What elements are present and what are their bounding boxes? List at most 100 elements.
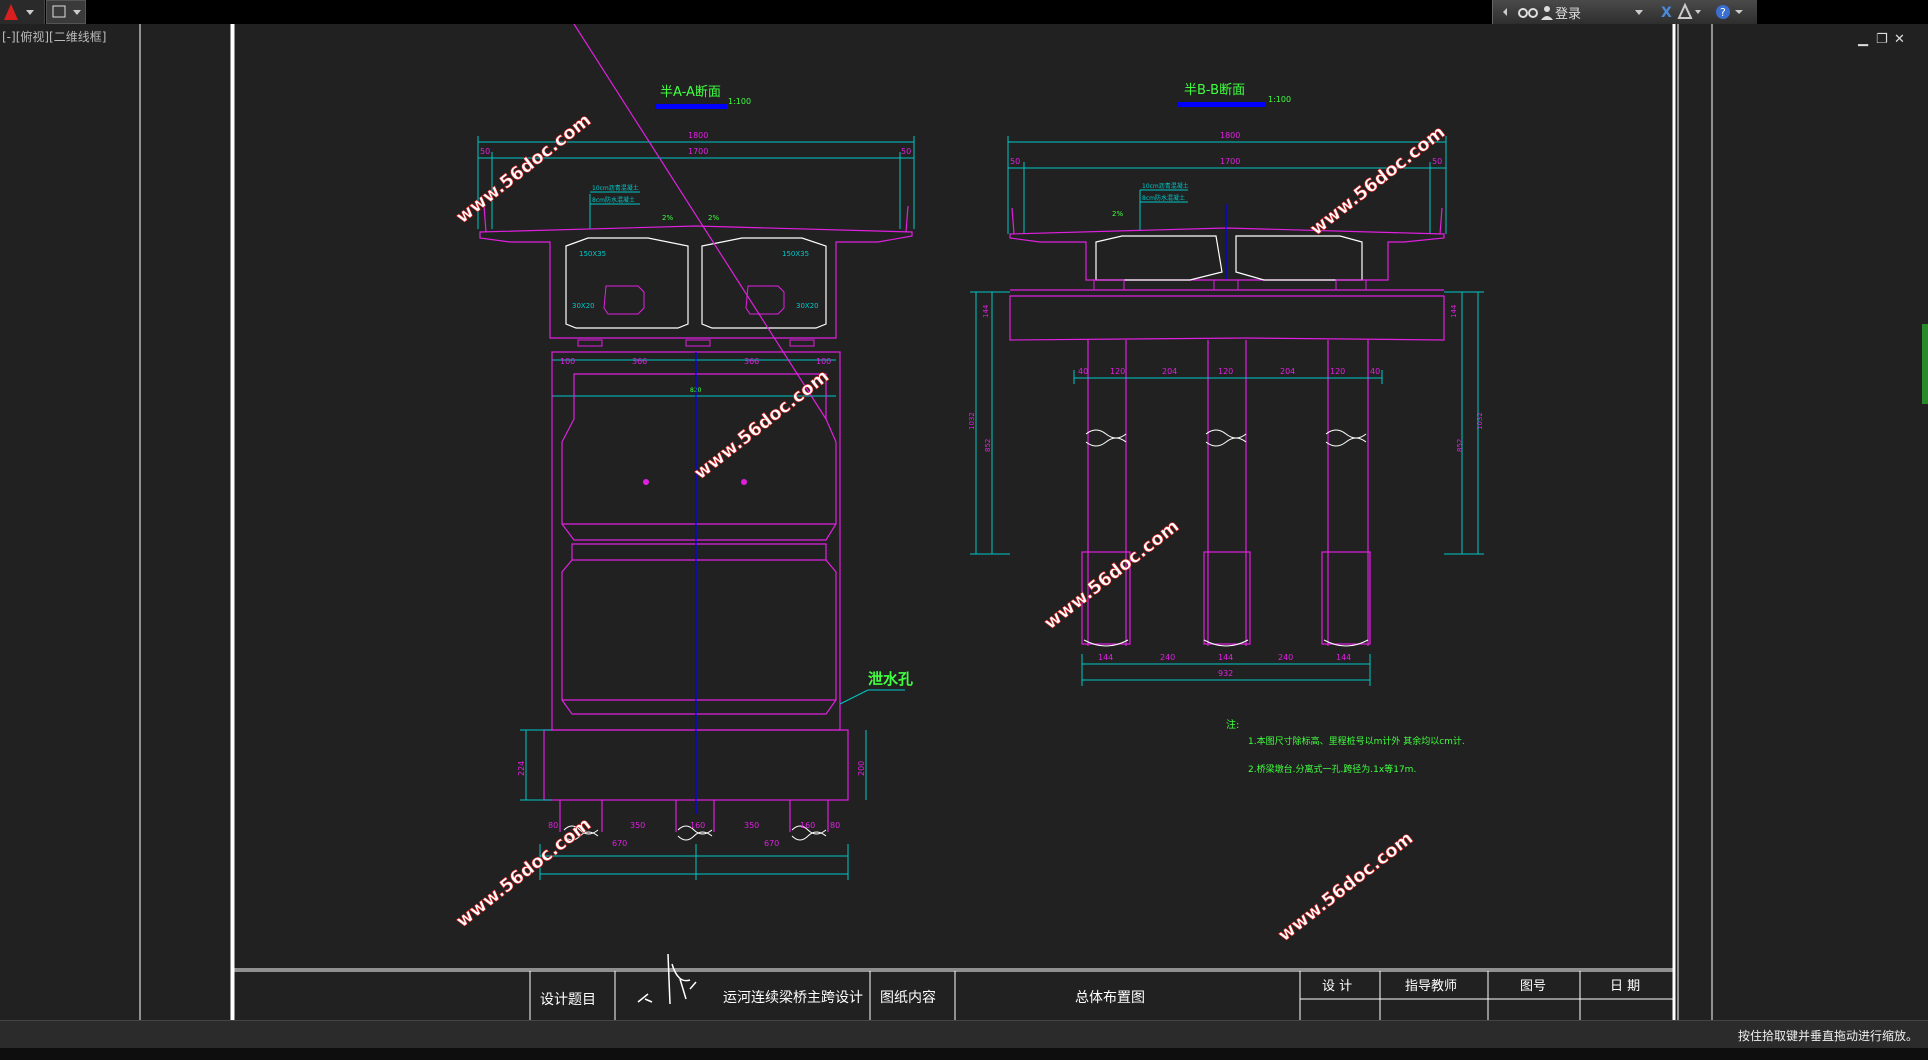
svg-text:150X35: 150X35 — [782, 250, 809, 258]
section-a-title: 半A-A断面 — [660, 85, 721, 100]
svg-text:852: 852 — [984, 439, 992, 452]
svg-text:30X20: 30X20 — [796, 302, 819, 310]
svg-text:2%: 2% — [1112, 210, 1123, 218]
section-b: 半B-B断面 1:100 1800 1700 50 50 10cm沥青混凝土 8… — [968, 83, 1484, 686]
drawing-area[interactable] — [0, 24, 1928, 1020]
drawing-notes: 注: 1.本图尺寸除标高、里程桩号以m计外 其余均以cm计. 2.桥梁墩台.分离… — [1226, 718, 1465, 775]
svg-text:120: 120 — [1330, 367, 1345, 376]
svg-text:932: 932 — [1218, 669, 1233, 678]
svg-text:204: 204 — [1280, 367, 1295, 376]
svg-text:670: 670 — [612, 839, 627, 848]
svg-text:8cm防水混凝土: 8cm防水混凝土 — [592, 196, 635, 204]
svg-text:?: ? — [1720, 6, 1726, 19]
svg-text:40: 40 — [1370, 367, 1380, 376]
svg-text:50: 50 — [1010, 157, 1020, 166]
infocenter-bar: 登录 X ? — [1492, 0, 1757, 24]
svg-text:120: 120 — [1110, 367, 1125, 376]
svg-text:10cm沥青混凝土: 10cm沥青混凝土 — [1142, 182, 1189, 190]
svg-text:www.56doc.com: www.56doc.com — [1274, 828, 1417, 946]
design-topic-label: 设计题目 — [540, 992, 596, 1008]
svg-text:40: 40 — [1078, 367, 1088, 376]
notes-line-1: 1.本图尺寸除标高、里程桩号以m计外 其余均以cm计. — [1248, 735, 1465, 747]
svg-text:1032: 1032 — [1476, 412, 1484, 430]
svg-text:1800: 1800 — [1220, 131, 1240, 140]
section-b-scale: 1:100 — [1268, 95, 1291, 104]
svg-text:240: 240 — [1278, 653, 1293, 662]
drawing-no-label: 图号 — [1520, 979, 1546, 994]
svg-text:144: 144 — [1450, 304, 1458, 318]
notes-line-2: 2.桥梁墩台.分离式一孔.跨径为.1x等17m. — [1248, 763, 1416, 775]
svg-text:150X35: 150X35 — [579, 250, 606, 258]
svg-text:80: 80 — [548, 821, 558, 830]
svg-text:80: 80 — [830, 821, 840, 830]
minimize-icon[interactable]: ▁ — [1858, 32, 1868, 47]
svg-text:www.56doc.com: www.56doc.com — [1040, 516, 1183, 634]
svg-text:50: 50 — [1432, 157, 1442, 166]
svg-text:www.56doc.com: www.56doc.com — [1306, 122, 1449, 240]
drawing-content-label: 图纸内容 — [880, 989, 936, 1006]
svg-text:www.56doc.com: www.56doc.com — [452, 110, 595, 228]
svg-text:30X20: 30X20 — [572, 302, 595, 310]
svg-text:366: 366 — [632, 357, 647, 366]
title-block — [234, 968, 1674, 1020]
svg-text:160: 160 — [800, 821, 815, 830]
svg-text:1800: 1800 — [688, 131, 708, 140]
section-a: 半A-A断面 1:100 1800 1700 50 50 10cm沥青混凝土 8… — [477, 24, 915, 880]
restore-icon[interactable]: ❐ — [1876, 32, 1888, 47]
autodesk-a360-icon — [1677, 2, 1693, 19]
section-a-scale: 1:100 — [728, 97, 751, 106]
svg-text:144: 144 — [1336, 653, 1351, 662]
designer-label: 设 计 — [1322, 979, 1352, 994]
search-binoculars-icon[interactable] — [1495, 0, 1555, 24]
section-b-title: 半B-B断面 — [1184, 83, 1245, 98]
design-topic-value: 运河连续梁桥主跨设计 — [723, 989, 863, 1006]
vertical-scroll-hint[interactable] — [1922, 324, 1928, 404]
infocenter-icons: X ? — [1635, 2, 1743, 21]
svg-text:160: 160 — [690, 821, 705, 830]
svg-text:1700: 1700 — [688, 147, 708, 156]
title-bar: 登录 X ? — [0, 0, 1928, 24]
svg-text:100: 100 — [816, 357, 831, 366]
workspace-icon — [52, 5, 81, 18]
svg-text:www.56doc.com: www.56doc.com — [452, 814, 595, 932]
svg-text:366: 366 — [744, 357, 759, 366]
signature-handwriting — [637, 953, 697, 1005]
svg-text:100: 100 — [560, 357, 575, 366]
svg-text:2%: 2% — [708, 214, 719, 222]
svg-text:350: 350 — [630, 821, 645, 830]
svg-text:50: 50 — [480, 147, 490, 156]
status-message: 按住拾取键并垂直拖动进行缩放。 — [1737, 1029, 1918, 1043]
bottom-strip — [0, 1048, 1928, 1060]
cad-drawing: 设计题目 运河连续梁桥主跨设计 图纸内容 总体布置图 设 计 指导教师 图号 日… — [139, 24, 1928, 1020]
svg-text:www.56doc.com: www.56doc.com — [690, 366, 833, 484]
svg-text:144: 144 — [1098, 653, 1113, 662]
login-label[interactable]: 登录 — [1555, 7, 1582, 22]
svg-text:1032: 1032 — [968, 412, 976, 430]
svg-text:50: 50 — [901, 147, 911, 156]
svg-text:144: 144 — [1218, 653, 1233, 662]
autocad-logo-icon — [4, 4, 34, 20]
svg-text:144: 144 — [982, 304, 990, 318]
viewport-controls-label[interactable]: [-][俯视][二维线框] — [2, 30, 107, 44]
svg-text:120: 120 — [1218, 367, 1233, 376]
status-bar: 按住拾取键并垂直拖动进行缩放。 — [0, 1020, 1928, 1049]
svg-text:852: 852 — [1456, 439, 1464, 452]
date-label: 日 期 — [1610, 979, 1640, 994]
advisor-label: 指导教师 — [1405, 978, 1457, 994]
help-icon — [1716, 5, 1730, 19]
drawing-content-value: 总体布置图 — [1075, 990, 1145, 1006]
quick-access-toolbar[interactable] — [46, 0, 86, 24]
svg-text:670: 670 — [764, 839, 779, 848]
svg-text:204: 204 — [1162, 367, 1177, 376]
drain-hole-label: 泄水孔 — [868, 670, 913, 688]
application-menu-button[interactable] — [0, 0, 45, 24]
svg-text:350: 350 — [744, 821, 759, 830]
notes-heading: 注: — [1226, 718, 1239, 731]
svg-text:1700: 1700 — [1220, 157, 1240, 166]
svg-text:8cm防水混凝土: 8cm防水混凝土 — [1142, 194, 1185, 202]
svg-text:200: 200 — [857, 761, 866, 776]
close-icon[interactable]: ✕ — [1894, 32, 1905, 47]
svg-text:224: 224 — [517, 761, 526, 776]
svg-text:240: 240 — [1160, 653, 1175, 662]
svg-text:2%: 2% — [662, 214, 673, 222]
